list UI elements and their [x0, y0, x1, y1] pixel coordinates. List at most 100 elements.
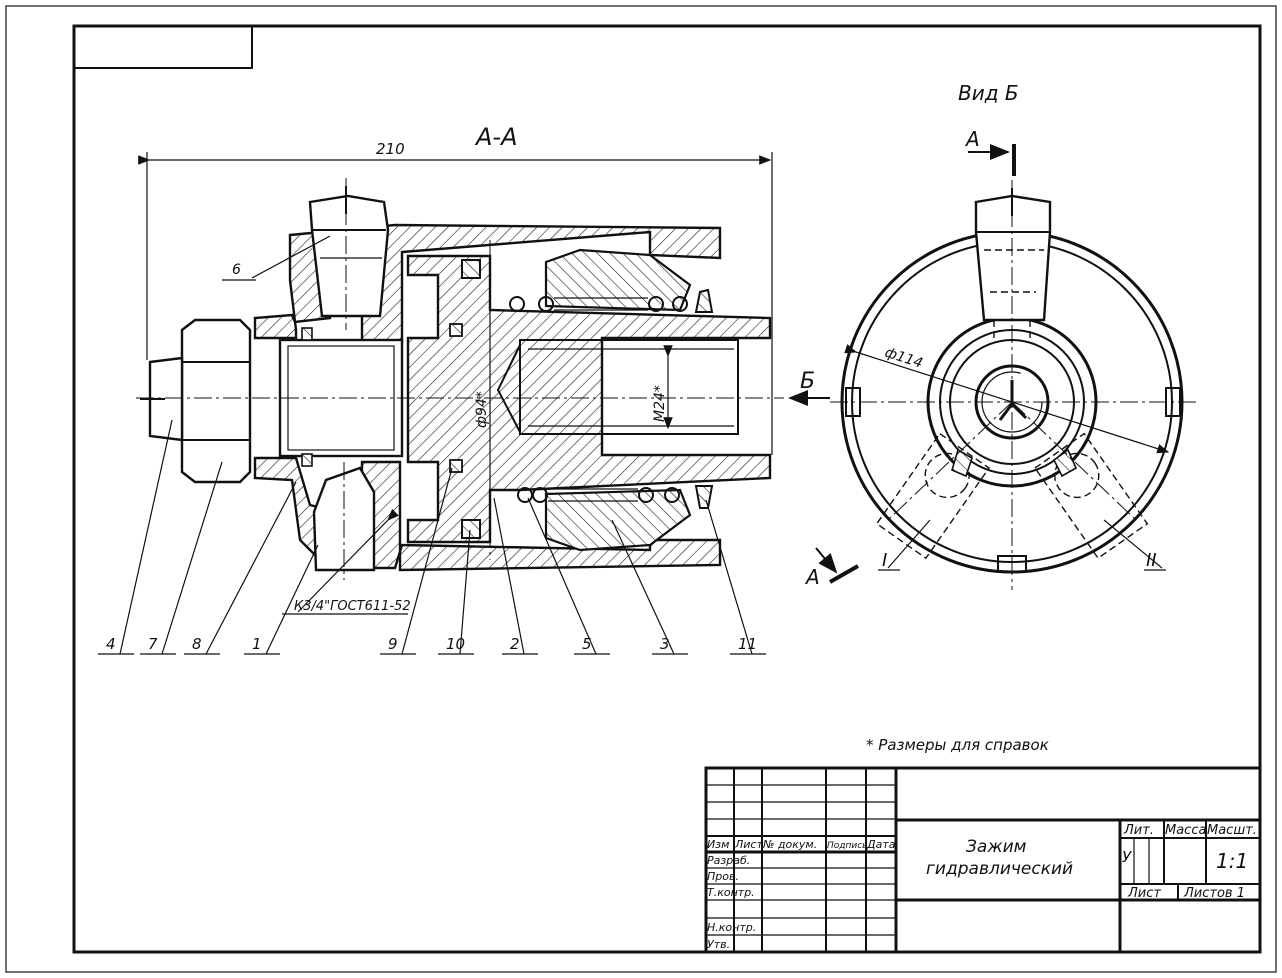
tb-mass-label: Масса	[1165, 823, 1206, 838]
tb-col-doc: № докум.	[762, 838, 817, 851]
tb-row-tkontr: Т.контр.	[707, 886, 755, 899]
balloon-number: 5	[582, 635, 592, 653]
cut-a-bottom-bar	[829, 564, 859, 584]
fitting-i-port	[951, 448, 973, 478]
spring-top	[509, 296, 688, 312]
dim-m24-text: М24*	[652, 385, 668, 422]
balloon-leader	[265, 544, 319, 655]
pipe-thread-text: К3/4"ГОСТ611-52	[294, 599, 411, 614]
seal-ring-10-top	[461, 259, 481, 279]
tb-title-line1: Зажим	[966, 837, 1027, 857]
balloon-row: 4 7 8 1 9 10 2 5 3 11	[98, 419, 766, 655]
seal-small-left-bot	[301, 453, 313, 467]
seal-small-left-top	[301, 327, 313, 341]
tb-col-izm: Изм	[707, 838, 729, 851]
balloon-number: 7	[148, 635, 158, 653]
balloon-number: 9	[388, 635, 398, 653]
balloon-number: 4	[106, 635, 116, 653]
balloon-leader	[119, 419, 173, 655]
tb-col-date: Дата	[866, 838, 896, 851]
balloon-number: 11	[738, 635, 757, 653]
tb-row-prov: Пров.	[707, 870, 739, 883]
fitting-i-hidden	[875, 432, 990, 560]
drawing-frame	[72, 24, 1262, 954]
balloon-callout: 3	[611, 519, 688, 655]
seal-ring-11-top	[694, 288, 714, 313]
tb-col-list: Лист	[734, 838, 763, 851]
dim-210-text: 210	[376, 140, 405, 158]
balloon-number: 2	[510, 635, 520, 653]
balloon-leader	[401, 467, 453, 655]
seal-ring-9-top	[449, 323, 463, 337]
tb-lit-value: У	[1122, 848, 1132, 866]
bottom-fitting	[312, 466, 376, 572]
sheet-trim	[5, 5, 1277, 973]
balloon-number: 8	[192, 635, 202, 653]
cut-a-bottom-text: А	[804, 565, 820, 589]
screw-head	[148, 356, 184, 442]
roman-ii-leader	[1103, 519, 1163, 569]
balloon-callout: 5	[527, 497, 610, 655]
balloon-callout: 10	[438, 529, 474, 655]
balloon-6-leader	[251, 235, 331, 279]
section-a-a: А-А 210	[136, 123, 830, 615]
tb-sheets-label: Листов 1	[1183, 886, 1245, 901]
tb-sheet-label: Лист	[1127, 886, 1161, 901]
seal-ring-11-bot	[694, 485, 714, 509]
roman-ii-text: II	[1146, 550, 1157, 571]
tb-row-razrab: Разраб.	[707, 854, 750, 867]
balloon-callout: 1	[244, 544, 319, 655]
balloon-callout: 11	[705, 499, 766, 655]
balloon-leader	[459, 529, 471, 655]
balloon-leader	[205, 481, 297, 655]
balloon-callout: 9	[380, 467, 453, 655]
tb-lit-label: Лит.	[1123, 823, 1154, 838]
view-b: Вид Б А А	[804, 81, 1200, 590]
tb-row-nkontr: Н.контр.	[707, 921, 756, 934]
balloon-callout: 7	[140, 461, 223, 655]
balloon-callout: 4	[98, 419, 173, 655]
spring-bottom	[517, 487, 680, 503]
balloon-number: 3	[660, 635, 670, 653]
tb-col-sign: Подпись	[827, 841, 867, 851]
seal-ring-9-bot	[449, 459, 463, 473]
tb-scale-value: 1:1	[1216, 849, 1248, 873]
balloon-callout: 8	[184, 481, 297, 655]
title-block-frame	[704, 766, 1262, 954]
nut-upper	[544, 248, 692, 312]
balloon-leader	[161, 461, 223, 655]
seal-ring-10-bot	[461, 519, 481, 539]
balloon-number: 10	[446, 635, 465, 653]
dim-94-text: ф94*	[474, 391, 490, 428]
cut-a-bottom-arrow	[815, 547, 838, 574]
balloon-6-text: 6	[232, 262, 241, 278]
bore-tip	[496, 344, 521, 433]
view-b-top-screw-hidden	[984, 249, 1044, 340]
hex-nut	[180, 318, 252, 484]
fitting-ii-hidden	[1034, 432, 1149, 560]
roman-i-text: I	[882, 550, 887, 571]
pipe-thread-leader	[297, 508, 399, 613]
balloon-number: 1	[252, 635, 262, 653]
tb-title-line2: гидравлический	[926, 859, 1073, 879]
reference-note: * Размеры для справок	[866, 736, 1049, 754]
tb-scale-label: Масшт.	[1207, 823, 1257, 838]
balloon-leader	[527, 497, 597, 655]
view-b-mark: Б	[800, 369, 815, 394]
roman-i-leader	[887, 519, 931, 569]
section-label: А-А	[474, 123, 518, 151]
balloon-leader	[493, 497, 525, 655]
threaded-bore	[519, 339, 739, 435]
fitting-ii-port	[1052, 448, 1078, 478]
dim-114-line	[844, 344, 1170, 454]
tb-row-utv: Утв.	[707, 938, 730, 951]
top-screw	[308, 194, 390, 318]
balloon-leader	[705, 499, 753, 655]
balloon-leader	[611, 519, 675, 655]
view-b-top-screw	[974, 194, 1052, 322]
balloon-callout: 2	[493, 497, 538, 655]
corner-stamp-box	[73, 25, 253, 69]
title-block: Изм Лист № докум. Подпись Дата Разраб. П…	[704, 766, 1262, 954]
cut-a-top-text: А	[964, 127, 980, 151]
